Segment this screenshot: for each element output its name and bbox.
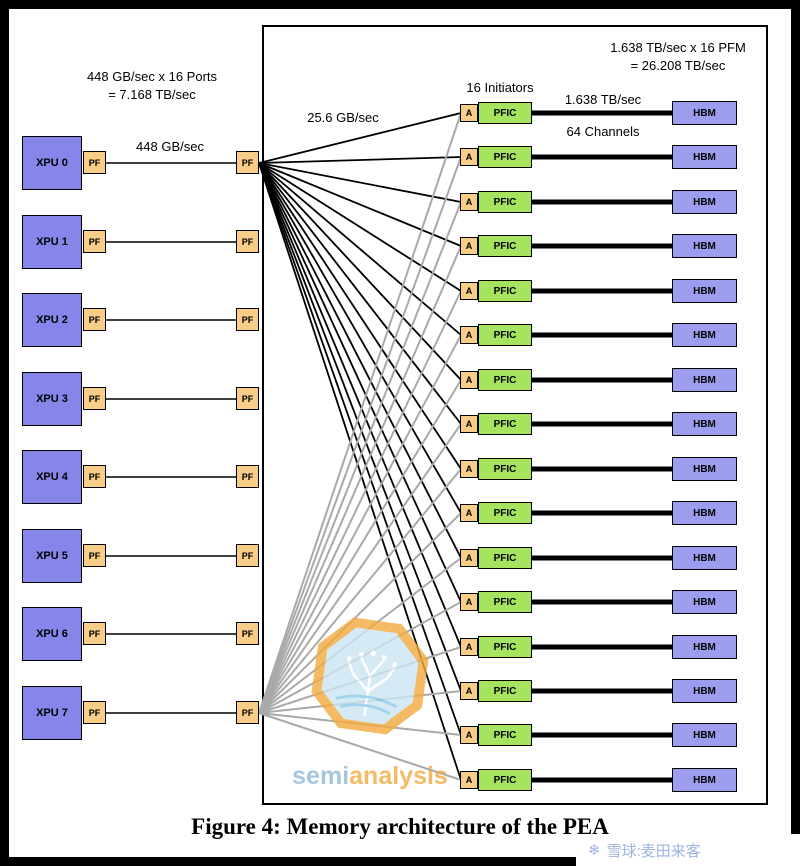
- pfic-box-12: PFIC: [478, 636, 532, 658]
- xpu-box-1: XPU 1: [22, 215, 82, 269]
- semianalysis-wordmark: semianalysis: [286, 762, 454, 791]
- fanout-bandwidth-label: 25.6 GB/sec: [307, 110, 379, 125]
- pfm-bandwidth-line1: 1.638 TB/sec x 16 PFM: [610, 40, 746, 55]
- hbm-box-8: HBM: [672, 457, 737, 481]
- pf-port-box-3: PF: [236, 387, 259, 410]
- hbm-box-9: HBM: [672, 501, 737, 525]
- hbm-box-0: HBM: [672, 101, 737, 125]
- hbm-box-7: HBM: [672, 412, 737, 436]
- hbm-box-1: HBM: [672, 145, 737, 169]
- xpu-link-bandwidth-label: 448 GB/sec: [136, 139, 204, 154]
- pf-box-1: PF: [83, 230, 106, 253]
- wordmark-semi: semi: [292, 762, 350, 790]
- hbm-box-2: HBM: [672, 190, 737, 214]
- initiators-label: 16 Initiators: [466, 80, 534, 95]
- semianalysis-watermark: semianalysis: [292, 618, 448, 794]
- credit-text: 雪球:麦田来客: [606, 842, 701, 860]
- initiator-a-box-14: A: [460, 726, 478, 744]
- initiator-a-box-1: A: [460, 148, 478, 166]
- initiator-a-box-0: A: [460, 104, 478, 122]
- figure-caption: Figure 4: Memory architecture of the PEA: [191, 814, 609, 839]
- xueqiu-icon: ❄: [588, 842, 601, 859]
- initiator-a-box-5: A: [460, 326, 478, 344]
- pfic-box-4: PFIC: [478, 280, 532, 302]
- pfic-box-1: PFIC: [478, 146, 532, 168]
- pfic-box-13: PFIC: [478, 680, 532, 702]
- hbm-box-10: HBM: [672, 546, 737, 570]
- semianalysis-logo-icon: [304, 610, 435, 741]
- initiator-a-box-15: A: [460, 771, 478, 789]
- initiator-a-box-10: A: [460, 549, 478, 567]
- hbm-bandwidth-label: 1.638 TB/sec: [564, 92, 642, 107]
- hbm-box-6: HBM: [672, 368, 737, 392]
- pfic-box-5: PFIC: [478, 324, 532, 346]
- pf-box-7: PF: [83, 701, 106, 724]
- pf-port-box-1: PF: [236, 230, 259, 253]
- hbm-box-3: HBM: [672, 234, 737, 258]
- pf-port-box-7: PF: [236, 701, 259, 724]
- xpu-box-0: XPU 0: [22, 136, 82, 190]
- pf-port-box-5: PF: [236, 544, 259, 567]
- hbm-box-5: HBM: [672, 323, 737, 347]
- xpu-box-4: XPU 4: [22, 450, 82, 504]
- pf-box-0: PF: [83, 151, 106, 174]
- hbm-box-12: HBM: [672, 635, 737, 659]
- hbm-box-4: HBM: [672, 279, 737, 303]
- pf-port-box-2: PF: [236, 308, 259, 331]
- pf-box-4: PF: [83, 465, 106, 488]
- pfic-box-6: PFIC: [478, 369, 532, 391]
- initiator-a-box-6: A: [460, 371, 478, 389]
- initiator-a-box-13: A: [460, 682, 478, 700]
- pf-box-5: PF: [83, 544, 106, 567]
- initiator-a-box-12: A: [460, 638, 478, 656]
- hbm-box-11: HBM: [672, 590, 737, 614]
- pf-port-box-4: PF: [236, 465, 259, 488]
- initiator-a-box-9: A: [460, 504, 478, 522]
- pfic-box-15: PFIC: [478, 769, 532, 791]
- initiator-a-box-8: A: [460, 460, 478, 478]
- pfic-box-7: PFIC: [478, 413, 532, 435]
- pf-box-3: PF: [83, 387, 106, 410]
- initiator-a-box-3: A: [460, 237, 478, 255]
- pfic-box-3: PFIC: [478, 235, 532, 257]
- xpu-box-6: XPU 6: [22, 607, 82, 661]
- hbm-box-14: HBM: [672, 723, 737, 747]
- pfic-box-9: PFIC: [478, 502, 532, 524]
- pfic-box-11: PFIC: [478, 591, 532, 613]
- pfic-box-2: PFIC: [478, 191, 532, 213]
- hbm-box-13: HBM: [672, 679, 737, 703]
- pf-port-box-0: PF: [236, 151, 259, 174]
- pf-box-6: PF: [83, 622, 106, 645]
- pfic-box-8: PFIC: [478, 458, 532, 480]
- initiator-a-box-4: A: [460, 282, 478, 300]
- initiator-a-box-7: A: [460, 415, 478, 433]
- initiator-a-box-11: A: [460, 593, 478, 611]
- hbm-channels-label: 64 Channels: [566, 124, 640, 139]
- pf-box-2: PF: [83, 308, 106, 331]
- pfic-box-0: PFIC: [478, 102, 532, 124]
- pfic-box-14: PFIC: [478, 724, 532, 746]
- pf-port-box-6: PF: [236, 622, 259, 645]
- pfic-box-10: PFIC: [478, 547, 532, 569]
- circuit-brain-icon: [316, 622, 424, 730]
- xpu-box-3: XPU 3: [22, 372, 82, 426]
- wordmark-analysis: analysis: [349, 762, 448, 790]
- hbm-box-15: HBM: [672, 768, 737, 792]
- initiator-a-box-2: A: [460, 193, 478, 211]
- xpu-ports-bandwidth-line1: 448 GB/sec x 16 Ports: [86, 69, 218, 84]
- pfm-bandwidth-line2: = 26.208 TB/sec: [630, 58, 726, 73]
- xpu-ports-bandwidth-line2: = 7.168 TB/sec: [108, 87, 196, 102]
- credit-overlay: ❄ 雪球:麦田来客: [576, 834, 800, 866]
- xpu-box-7: XPU 7: [22, 686, 82, 740]
- xpu-box-2: XPU 2: [22, 293, 82, 347]
- xpu-box-5: XPU 5: [22, 529, 82, 583]
